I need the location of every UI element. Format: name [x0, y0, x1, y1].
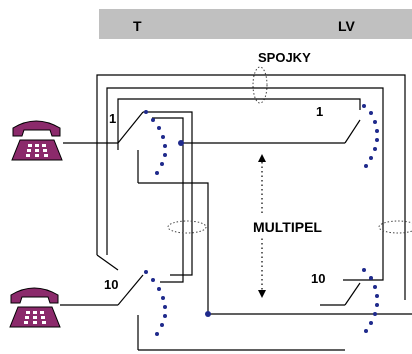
header-label-lv: LV — [338, 18, 356, 34]
lv-switch-label-10: 10 — [311, 271, 325, 286]
junction-nodes — [178, 140, 211, 317]
t-switch-label-1: 1 — [109, 111, 116, 126]
multipel-label-bg — [250, 216, 346, 236]
lv-multiple-bundle-marker — [378, 220, 412, 234]
t-switch-label-10: 10 — [104, 277, 118, 292]
telephone-icon — [9, 287, 61, 328]
top-subscriber-wires — [63, 111, 412, 315]
spojky-label: SPOJKY — [258, 50, 311, 65]
header-band — [99, 9, 412, 39]
header-label-t: T — [133, 18, 142, 34]
spojky-wires — [96, 74, 406, 300]
spojky-bundle-marker — [252, 66, 268, 104]
junction-node — [178, 140, 184, 146]
multipel-label: MULTIPEL — [253, 219, 322, 235]
contact-arc-lv-bottom — [362, 268, 379, 333]
t-multiple-wires — [143, 111, 193, 283]
junction-node — [205, 311, 211, 317]
bottom-subscriber-wires — [60, 254, 361, 351]
t-multiple-bundle-marker — [167, 220, 207, 234]
telephone-icon — [11, 120, 63, 161]
contact-arc-lv-top — [362, 104, 379, 168]
lv-switch-label-1: 1 — [316, 104, 323, 119]
contact-arc-t-top — [144, 110, 167, 175]
contact-arc-t-bottom — [144, 270, 167, 336]
